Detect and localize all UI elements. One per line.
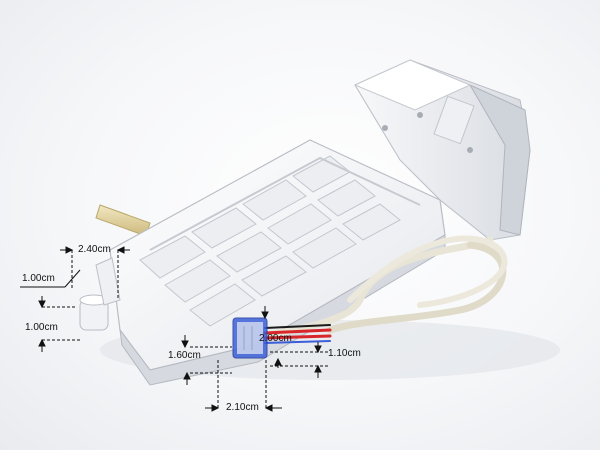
dimension-label-1-10: 1.10cm [328,348,361,359]
dimension-label-2-00: 2.00cm [259,333,292,344]
ice-tray [109,139,446,386]
dimension-lines [20,246,330,412]
wire-connector [232,317,268,359]
heater-rod [95,204,151,237]
dimension-label-1-00-diagonal: 1.00cm [22,273,55,284]
water-inlet [79,257,121,331]
dimension-label-1-60: 1.60cm [168,350,201,361]
dimension-label-2-10: 2.10cm [226,402,259,413]
motor-housing [353,59,531,241]
dimension-label-2-40: 2.40cm [78,244,111,255]
wire-harness [261,235,508,344]
dimension-label-1-00-vertical: 1.00cm [25,322,58,333]
